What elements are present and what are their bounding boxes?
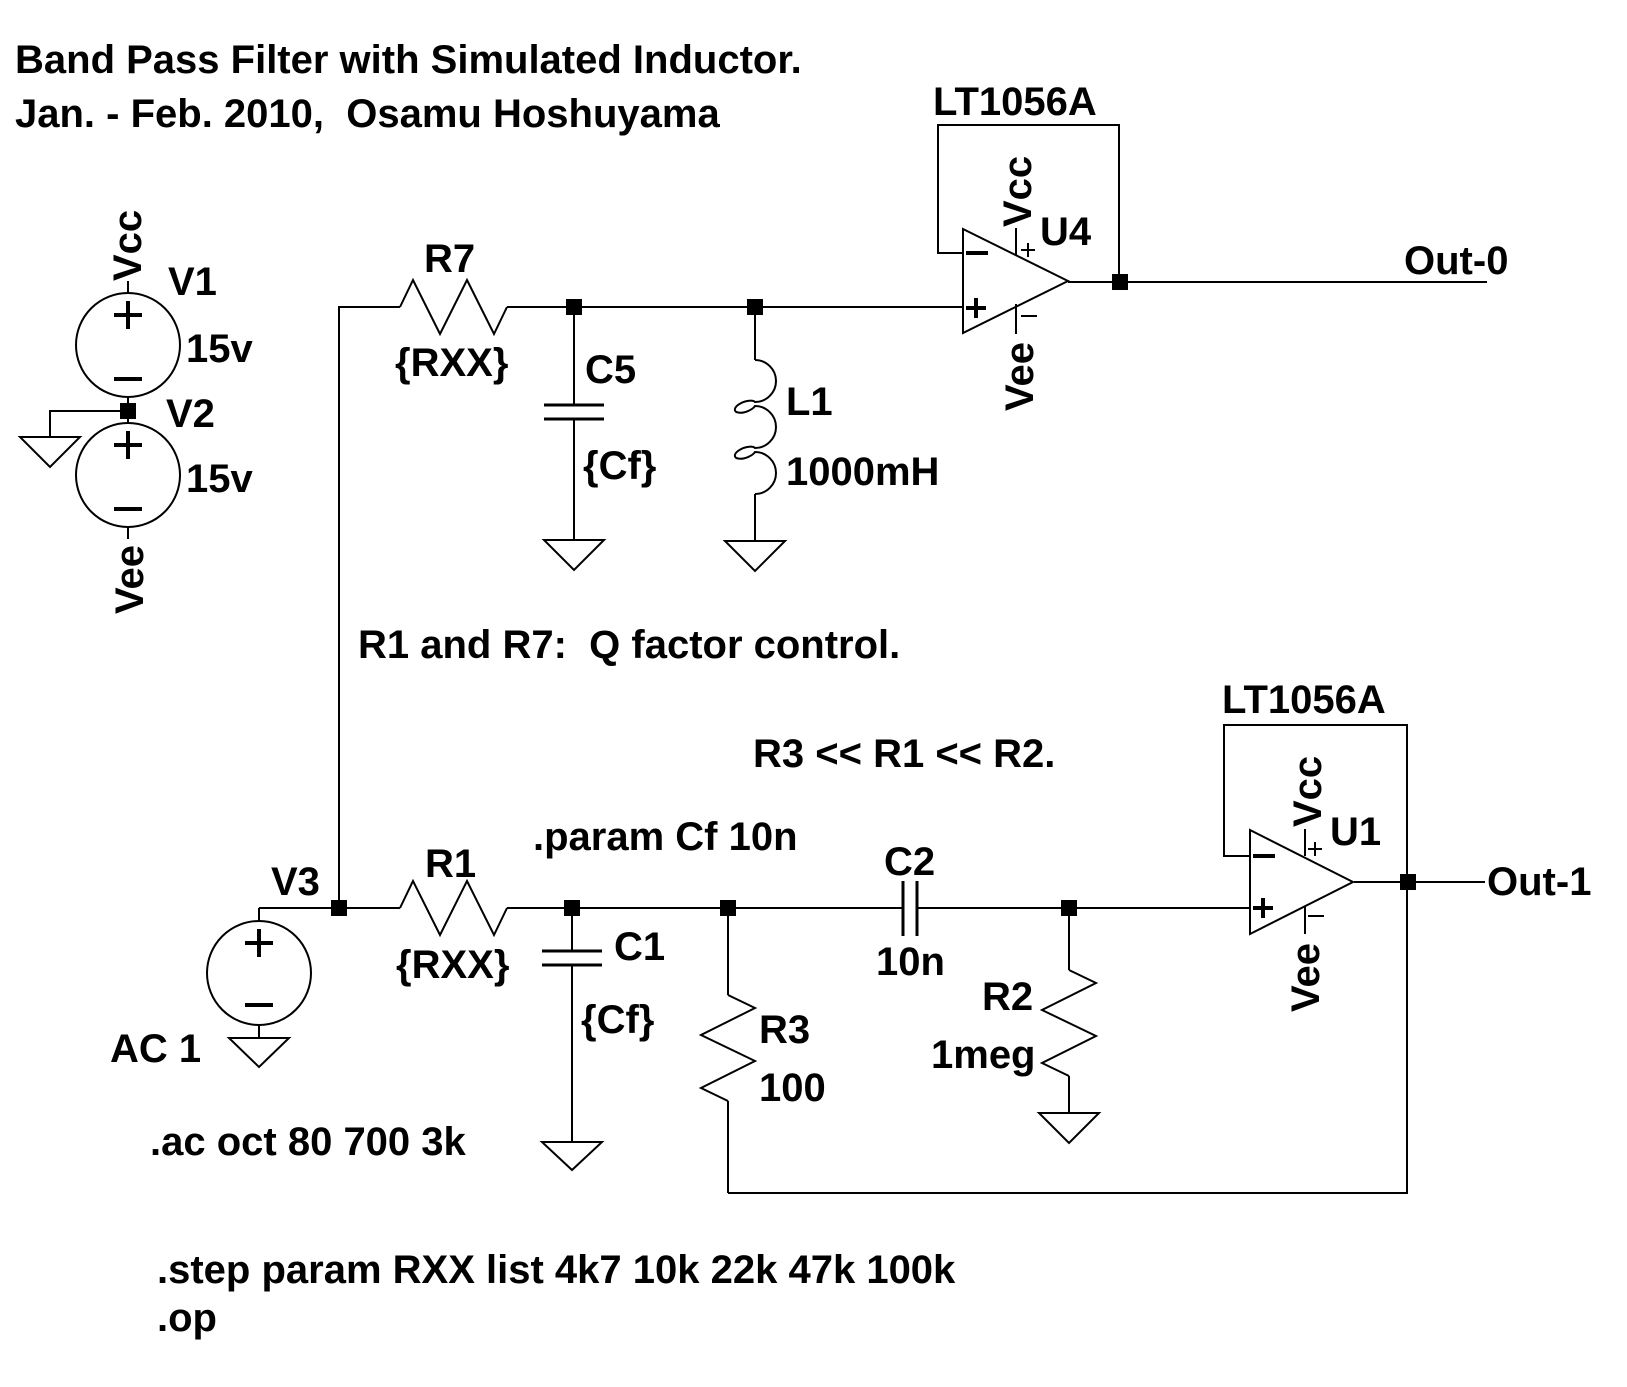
junction-u4-output xyxy=(1112,274,1128,290)
voltage-source-v2: V2 15v Vee xyxy=(75,392,253,614)
l1-value-label: 1000mH xyxy=(786,450,939,494)
plus-symbol-v3 xyxy=(245,929,273,957)
junction-r2 xyxy=(1061,900,1077,916)
v3-ref-label: V3 xyxy=(271,860,320,904)
u1-vcc-label: Vcc xyxy=(1286,756,1330,827)
q-factor-note: R1 and R7: Q factor control. xyxy=(358,623,900,667)
u1-ref-label: U1 xyxy=(1330,810,1381,854)
resistor-r7: R7 {RXX} xyxy=(338,237,508,908)
r2-value-label: 1meg xyxy=(931,1033,1036,1077)
c5-value-label: {Cf} xyxy=(583,444,656,488)
step-directive: .step param RXX list 4k7 10k 22k 47k 100… xyxy=(157,1248,956,1292)
ground-icon-c5 xyxy=(541,539,607,572)
inductor-l1: L1 1000mH xyxy=(722,307,939,573)
wire-supply-ground xyxy=(49,410,128,437)
l1-ref-label: L1 xyxy=(786,380,833,424)
u1-model-label: LT1056A xyxy=(1222,678,1386,722)
u1-triangle xyxy=(1249,828,1356,936)
junction-dots xyxy=(120,274,1416,916)
u1-vcc-plus-icon xyxy=(1308,842,1322,856)
vcc-rail-label-v1: Vcc xyxy=(106,210,150,281)
r3-ref-label: R3 xyxy=(759,1008,810,1052)
junction-r7-c5 xyxy=(566,299,582,315)
ground-icon-c1 xyxy=(539,1141,605,1172)
r2-zigzag xyxy=(1039,969,1099,1077)
ground-icon-r2 xyxy=(1036,1112,1102,1145)
resistor-r2: R2 1meg xyxy=(931,908,1102,1145)
c1-value-label: {Cf} xyxy=(581,998,654,1042)
wire-u1-feedback xyxy=(728,724,1408,1194)
param-directive: .param Cf 10n xyxy=(533,815,798,859)
ground-icon xyxy=(17,436,83,469)
u4-vee-label: Vee xyxy=(998,342,1042,411)
r7-zigzag xyxy=(399,277,508,337)
r7-ref-label: R7 xyxy=(424,237,475,281)
c5-ref-label: C5 xyxy=(585,348,636,392)
ground-icon-l1 xyxy=(722,540,788,573)
title-line-2: Jan. - Feb. 2010, Osamu Hoshuyama xyxy=(15,92,720,136)
resistor-r1: R1 {RXX} xyxy=(396,842,509,987)
junction-v1-v2 xyxy=(120,403,136,419)
v3-value-label: AC 1 xyxy=(110,1027,201,1071)
junction-l1 xyxy=(747,299,763,315)
r3-value-label: 100 xyxy=(759,1066,826,1110)
ratio-note: R3 << R1 << R2. xyxy=(753,732,1055,776)
v1-value-label: 15v xyxy=(186,327,253,371)
vee-rail-label-v2: Vee xyxy=(108,545,152,614)
junction-c1 xyxy=(564,900,580,916)
c2-ref-label: C2 xyxy=(884,840,935,884)
voltage-source-v3: V3 AC 1 xyxy=(110,860,400,1071)
u4-noninverting-input-icon xyxy=(966,298,986,318)
c2-value-label: 10n xyxy=(876,940,945,984)
c1-ref-label: C1 xyxy=(614,925,665,969)
plus-symbol-v1 xyxy=(114,301,142,329)
v1-ref-label: V1 xyxy=(168,260,217,304)
u4-ref-label: U4 xyxy=(1040,210,1092,254)
ac-directive: .ac oct 80 700 3k xyxy=(150,1120,467,1164)
u1-noninverting-input-icon xyxy=(1253,898,1273,918)
plus-symbol-v2 xyxy=(114,431,142,459)
capacitor-c1: C1 {Cf} xyxy=(539,908,665,1172)
u1-vee-label: Vee xyxy=(1284,943,1328,1012)
junction-v3 xyxy=(331,900,347,916)
capacitor-c5: C5 {Cf} xyxy=(541,307,656,572)
r3-zigzag xyxy=(698,994,758,1102)
opamp-u1: LT1056A Vcc Vee U1 xyxy=(728,678,1408,1194)
title-line-1: Band Pass Filter with Simulated Inductor… xyxy=(15,38,802,82)
ground-icon-v3 xyxy=(226,1037,292,1069)
wire-u4-feedback xyxy=(937,124,1120,282)
resistor-r3: R3 100 xyxy=(698,908,826,1193)
out0-net-label: Out-0 xyxy=(1404,239,1508,283)
r1-zigzag xyxy=(399,878,508,938)
wire-input-riser xyxy=(338,306,400,908)
op-directive: .op xyxy=(157,1296,217,1340)
r1-ref-label: R1 xyxy=(425,842,476,886)
ground-symbol-supply xyxy=(17,410,128,469)
r7-value-label: {RXX} xyxy=(395,341,508,385)
u4-model-label: LT1056A xyxy=(933,80,1097,124)
junction-r3 xyxy=(720,900,736,916)
out1-net-label: Out-1 xyxy=(1487,860,1591,904)
r1-value-label: {RXX} xyxy=(396,943,509,987)
junction-u1-output xyxy=(1400,874,1416,890)
l1-coil xyxy=(733,359,777,495)
v2-ref-label: V2 xyxy=(166,392,215,436)
voltage-source-v1: Vcc V1 15v xyxy=(75,210,253,398)
v2-value-label: 15v xyxy=(186,457,253,501)
capacitor-c2: C2 10n xyxy=(876,840,1250,984)
u4-vcc-label: Vcc xyxy=(996,156,1040,227)
u4-vcc-plus-icon xyxy=(1021,243,1035,257)
r2-ref-label: R2 xyxy=(982,975,1033,1019)
opamp-u4: LT1056A Vcc Vee U4 xyxy=(933,80,1120,411)
